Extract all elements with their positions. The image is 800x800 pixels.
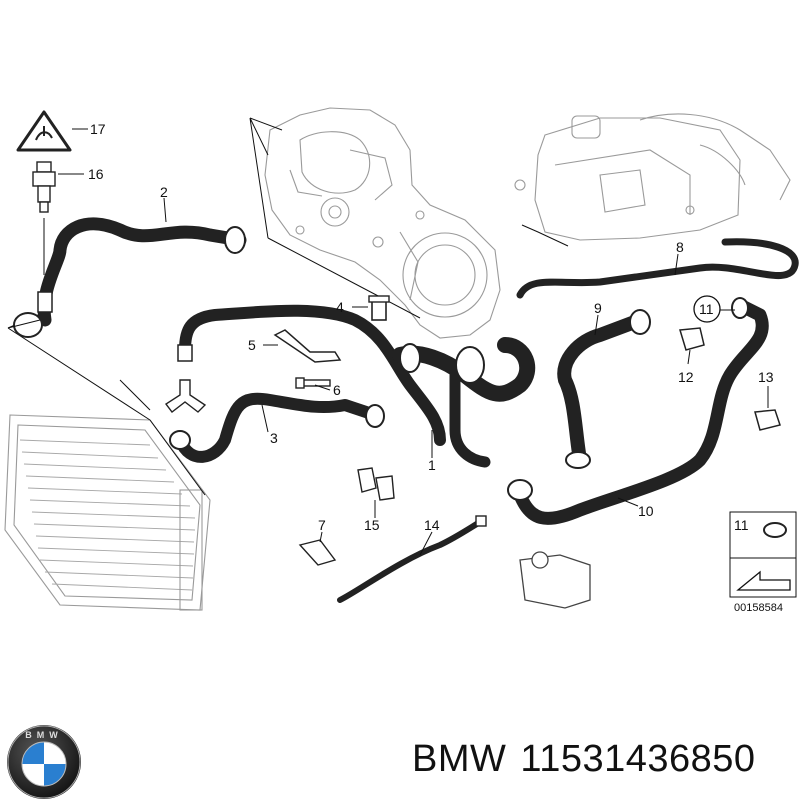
arrow-icon [736, 570, 791, 591]
radiator-outline [4, 414, 211, 611]
callout-2: 2 [160, 184, 168, 200]
footer-caption: BMW 11531436850 [412, 738, 770, 781]
clip-15 [357, 467, 395, 501]
callout-11-circle [693, 295, 721, 323]
callout-labels: 17 16 2 4 5 6 3 1 8 9 12 13 10 7 15 14 1… [88, 121, 774, 533]
callout-14: 14 [424, 517, 440, 533]
part-number: 11531436850 [520, 738, 756, 780]
plug-4 [368, 295, 390, 321]
callout-3: 3 [270, 430, 278, 446]
logo-quadrant-blue-2 [44, 764, 66, 786]
clip-12 [679, 327, 705, 351]
callout-4: 4 [336, 299, 344, 315]
hose-2 [13, 217, 247, 338]
tank-lead [521, 224, 569, 247]
engine-bracket-lines [249, 117, 421, 319]
callout-7: 7 [318, 517, 326, 533]
callout-leaders [58, 128, 769, 556]
drawing-number: 00158584 [734, 602, 783, 614]
callout-5: 5 [248, 337, 256, 353]
cable-tie-14 [337, 515, 487, 603]
callout-15: 15 [364, 517, 380, 533]
callout-6: 6 [333, 382, 341, 398]
hose-8 [516, 238, 799, 299]
temperature-sensor-16 [32, 161, 56, 213]
svg-text:BMW: BMW [25, 730, 63, 740]
warning-label-17 [16, 110, 72, 152]
misc-lead [7, 319, 151, 411]
expansion-tank-outline [514, 113, 791, 241]
callout-16: 16 [88, 166, 104, 182]
hose-upper-mid [177, 304, 446, 446]
logo-quadrant-blue-1 [22, 742, 44, 764]
callout-13: 13 [758, 369, 774, 385]
bolt-6 [295, 377, 331, 389]
hose-10 [507, 297, 769, 525]
clip-7 [298, 539, 337, 566]
bracket-5 [273, 329, 342, 363]
callout-17: 17 [90, 121, 106, 137]
hose-9 [557, 309, 651, 469]
auxiliary-water-pump [519, 554, 591, 609]
inset-clamp-icon [763, 522, 787, 538]
callout-10: 10 [638, 503, 654, 519]
inset-box: 11 00158584 [729, 511, 797, 614]
t-connector [164, 379, 207, 413]
callout-1: 1 [428, 457, 436, 473]
hose-1 [392, 337, 536, 468]
engine-block-outline [264, 107, 501, 339]
callout-8: 8 [676, 239, 684, 255]
clip-13 [754, 409, 781, 431]
callout-9: 9 [594, 300, 602, 316]
inset-label: 11 [734, 517, 749, 533]
hose-3 [169, 392, 385, 463]
pump-port [531, 551, 549, 569]
callout-11: 11 [699, 301, 714, 317]
brand-name: BMW [412, 738, 507, 780]
callout-12: 12 [678, 369, 694, 385]
bmw-logo: BMW [7, 725, 81, 799]
